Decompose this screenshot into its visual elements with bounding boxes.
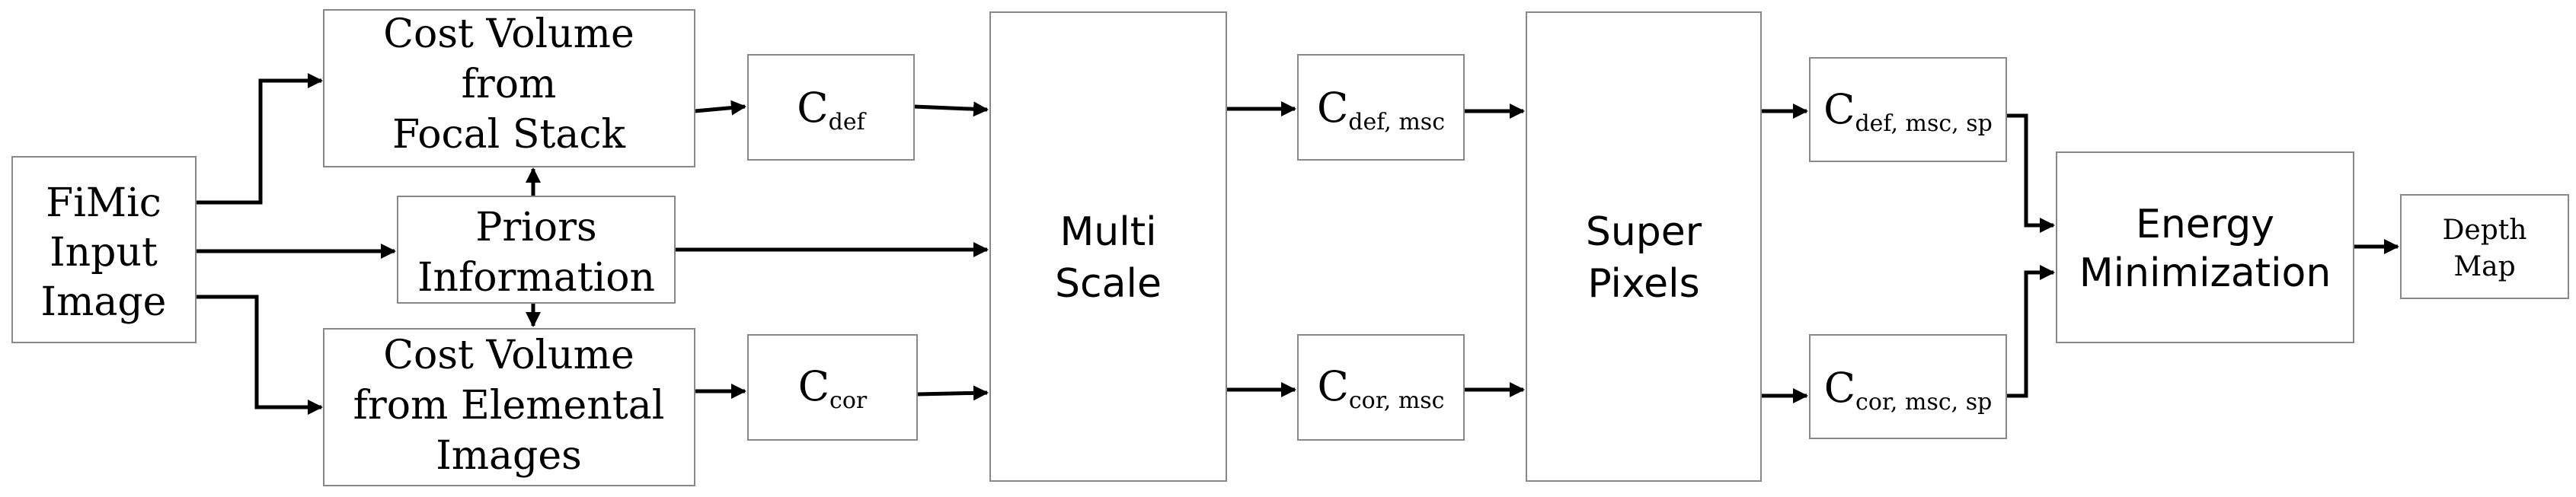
- node-label-line: Images: [436, 433, 582, 479]
- arrow-ccormscsp-to-energy: [2006, 265, 2055, 398]
- node-symbol: Cdef: [797, 84, 866, 135]
- node-c-cor-msc: Ccor, msc: [1297, 334, 1465, 441]
- node-label-line: Pixels: [1587, 261, 1699, 307]
- node-label-line: Minimization: [2079, 250, 2332, 296]
- node-label-line: Image: [41, 279, 167, 325]
- node-c-def-msc: Cdef, msc: [1297, 54, 1465, 161]
- node-symbol: Cdef, msc: [1317, 84, 1445, 135]
- node-label-line: from: [462, 62, 557, 107]
- node-symbol: Ccor: [798, 362, 868, 414]
- node-c-def: Cdef: [747, 54, 915, 161]
- arrow-input-to-focal-cost: [196, 73, 323, 205]
- node-multi-scale: Multi Scale: [989, 11, 1227, 482]
- node-label-line: Cost Volume: [383, 333, 634, 378]
- arrow-cdefmscsp-to-energy: [2006, 113, 2055, 233]
- node-label-line: Multi: [1059, 209, 1156, 255]
- node-label-line: Energy: [2136, 202, 2274, 247]
- node-depth-map: Depth Map: [2400, 194, 2569, 299]
- arrow-input-to-elemental-cost: [196, 295, 323, 415]
- node-label-line: Map: [2453, 251, 2515, 282]
- node-label-line: FiMic: [46, 180, 161, 226]
- node-c-cor: Ccor: [747, 334, 918, 441]
- node-label-line: Focal Stack: [392, 112, 625, 158]
- node-c-cor-msc-sp: Ccor, msc, sp: [1809, 334, 2007, 439]
- node-label-line: Super: [1586, 209, 1702, 255]
- node-c-def-msc-sp: Cdef, msc, sp: [1809, 57, 2007, 162]
- node-priors-information: Priors Information: [397, 196, 676, 304]
- node-label-line: Input: [50, 230, 158, 276]
- node-energy-minimization: Energy Minimization: [2056, 151, 2354, 343]
- node-label-line: Priors: [475, 205, 596, 250]
- node-symbol: Ccor, msc, sp: [1824, 364, 1993, 416]
- node-label-line: Depth: [2443, 215, 2527, 246]
- arrow-cdef-to-multiscale: [913, 101, 989, 117]
- node-label-line: Scale: [1055, 261, 1162, 307]
- node-super-pixels: Super Pixels: [1526, 11, 1762, 482]
- node-label-line: Information: [417, 255, 655, 301]
- node-cost-volume-focal-stack: Cost Volume from Focal Stack: [323, 9, 695, 167]
- node-label-line: from Elemental: [353, 383, 665, 429]
- node-symbol: Cdef, msc, sp: [1823, 85, 1993, 137]
- arrow-ccor-to-multiscale: [916, 385, 989, 401]
- connectors: [196, 73, 2399, 415]
- node-fimic-input-image: FiMic Input Image: [11, 156, 197, 343]
- arrow-focal-cost-to-cdef: [694, 100, 746, 116]
- node-label-line: Cost Volume: [383, 11, 634, 57]
- node-cost-volume-elemental-images: Cost Volume from Elemental Images: [323, 328, 695, 486]
- node-symbol: Ccor, msc: [1318, 362, 1445, 414]
